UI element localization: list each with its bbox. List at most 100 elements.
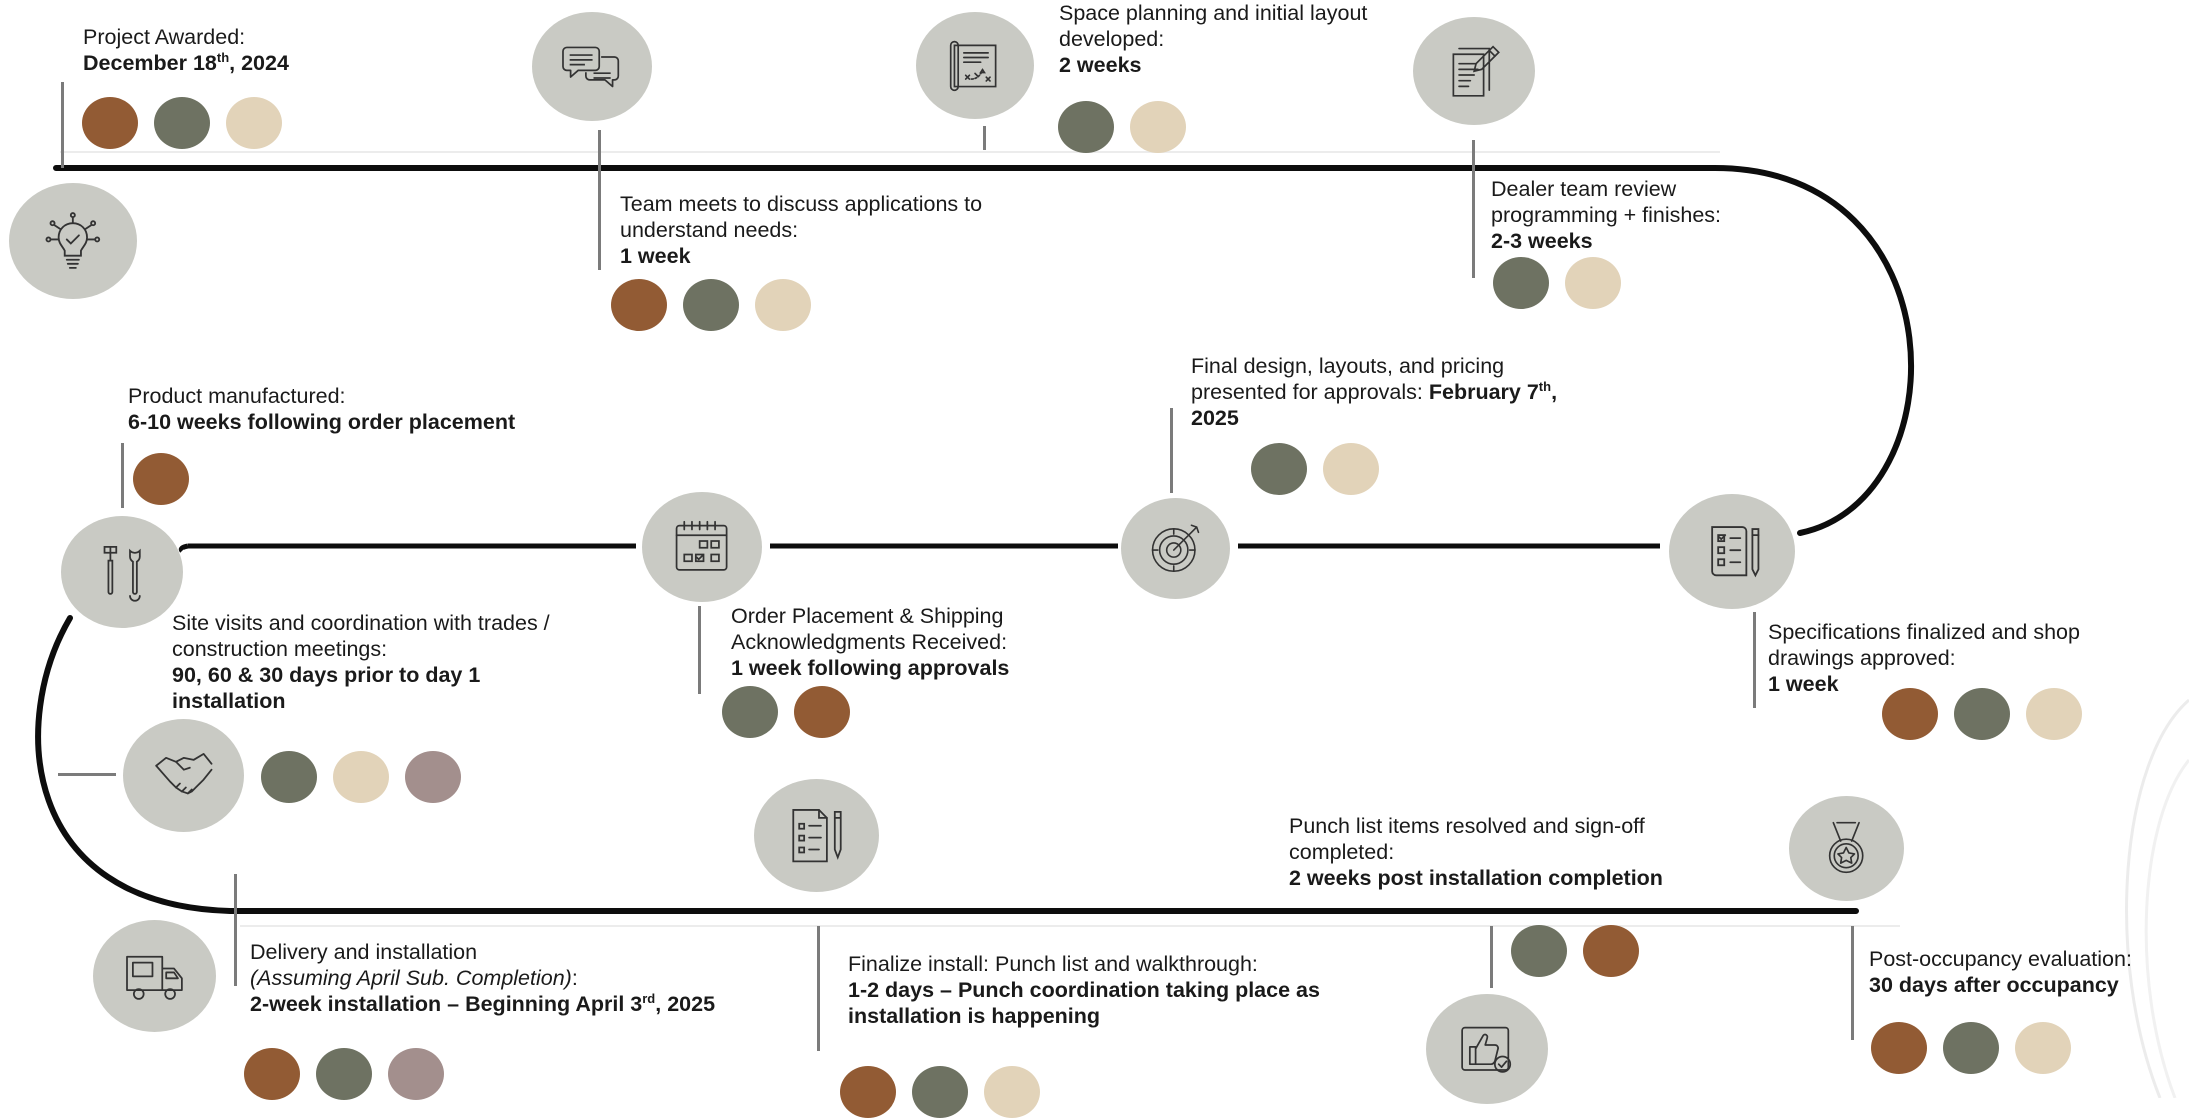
thumbs-up-icon — [1426, 994, 1548, 1104]
milestone-label: Finalize install: Punch list and walkthr… — [848, 952, 1258, 976]
milestone-value: 1-2 days – Punch coordination taking pla… — [848, 978, 1320, 1028]
milestone-value: 2-week installation – Beginning April 3r… — [250, 990, 716, 1016]
brown-swatch — [1583, 925, 1639, 977]
milestone-label: Site visits and coordination with trades… — [172, 611, 550, 661]
olive-swatch — [912, 1066, 968, 1118]
milestone-value: 2 weeks — [1059, 53, 1142, 77]
color-dots — [1871, 1022, 2071, 1074]
clipboard-pen-icon — [754, 779, 879, 892]
milestone-label: Project Awarded: — [83, 25, 246, 49]
beige-swatch — [755, 279, 811, 331]
color-dots — [1511, 925, 1639, 977]
connector-line — [1851, 926, 1854, 1040]
brown-swatch — [244, 1048, 300, 1100]
brown-swatch — [82, 97, 138, 149]
brown-swatch — [133, 453, 189, 505]
mauve-swatch — [388, 1048, 444, 1100]
olive-swatch — [1943, 1022, 1999, 1074]
handshake-icon — [123, 719, 244, 832]
milestone-value: February 7th, 2025 — [1191, 378, 1558, 430]
milestone-value: 30 days after occupancy — [1869, 973, 2119, 997]
olive-swatch — [1954, 688, 2010, 740]
color-dots — [261, 751, 461, 803]
connector-line — [598, 130, 601, 270]
milestone-note: (Assuming April Sub. Completion): — [250, 966, 578, 990]
beige-swatch — [984, 1066, 1040, 1118]
milestone-value: 1 week following approvals — [731, 656, 1010, 680]
color-dots — [1251, 443, 1379, 495]
color-dots — [82, 97, 282, 149]
color-dots — [244, 1048, 444, 1100]
milestone-label: Dealer team review programming + finishe… — [1491, 177, 1722, 227]
medal-icon — [1789, 796, 1904, 901]
brown-swatch — [1882, 688, 1938, 740]
milestone-team-meets: Team meets to discuss applications to un… — [620, 191, 1060, 269]
connector-line — [1490, 926, 1493, 988]
connector-line — [1170, 408, 1173, 493]
document-pen-icon — [1413, 17, 1535, 125]
milestone-delivery: Delivery and installation (Assuming Apri… — [250, 939, 810, 1017]
milestone-post-occupancy: Post-occupancy evaluation: 30 days after… — [1869, 946, 2189, 998]
color-dots — [611, 279, 811, 331]
chat-bubbles-icon — [532, 12, 652, 121]
olive-swatch — [154, 97, 210, 149]
color-dots — [840, 1066, 1040, 1118]
milestone-label: Final design, layouts, and pricing prese… — [1191, 354, 1505, 404]
milestone-label: Team meets to discuss applications to un… — [620, 192, 983, 242]
calendar-icon — [642, 492, 762, 602]
olive-swatch — [1493, 257, 1549, 309]
connector-line — [983, 126, 986, 150]
milestone-label: Space planning and initial layout develo… — [1059, 1, 1368, 51]
connector-line — [1753, 612, 1756, 708]
olive-swatch — [316, 1048, 372, 1100]
tools-icon — [61, 516, 183, 628]
brown-swatch — [840, 1066, 896, 1118]
milestone-label: Delivery and installation — [250, 940, 478, 964]
milestone-label: Product manufactured: — [128, 384, 346, 408]
milestone-project-awarded: Project Awarded: December 18th, 2024 — [83, 24, 413, 76]
milestone-space-planning: Space planning and initial layout develo… — [1059, 0, 1389, 78]
mauve-swatch — [405, 751, 461, 803]
beige-swatch — [2015, 1022, 2071, 1074]
milestone-site-visits: Site visits and coordination with trades… — [172, 610, 552, 714]
milestone-dealer-review: Dealer team review programming + finishe… — [1491, 176, 1791, 254]
milestone-manufactured: Product manufactured: 6-10 weeks followi… — [128, 383, 648, 435]
milestone-value: 1 week — [1768, 672, 1839, 696]
milestone-punch-list: Punch list items resolved and sign-off c… — [1289, 813, 1729, 891]
color-dots — [1493, 257, 1621, 309]
beige-swatch — [1565, 257, 1621, 309]
beige-swatch — [226, 97, 282, 149]
olive-swatch — [683, 279, 739, 331]
connector-line — [61, 82, 64, 168]
brown-swatch — [794, 686, 850, 738]
milestone-value: 90, 60 & 30 days prior to day 1 installa… — [172, 663, 481, 713]
target-icon — [1121, 498, 1230, 599]
connector-line — [234, 874, 237, 986]
olive-swatch — [1511, 925, 1567, 977]
milestone-final-design: Final design, layouts, and pricing prese… — [1191, 353, 1571, 431]
color-dots — [1882, 688, 2082, 740]
beige-swatch — [2026, 688, 2082, 740]
milestone-value: 2-3 weeks — [1491, 229, 1593, 253]
connector-line — [121, 443, 124, 508]
connector-line — [58, 773, 116, 776]
milestone-finalize-install: Finalize install: Punch list and walkthr… — [848, 951, 1368, 1029]
connector-line — [698, 606, 701, 694]
connector-line — [1472, 140, 1475, 278]
brown-swatch — [611, 279, 667, 331]
olive-swatch — [722, 686, 778, 738]
olive-swatch — [1058, 101, 1114, 153]
blueprint-icon — [916, 12, 1034, 119]
milestone-specifications: Specifications finalized and shop drawin… — [1768, 619, 2108, 697]
lightbulb-icon — [9, 183, 137, 299]
color-dots — [722, 686, 850, 738]
olive-swatch — [261, 751, 317, 803]
milestone-value: 1 week — [620, 244, 691, 268]
truck-icon — [93, 920, 216, 1032]
milestone-label: Specifications finalized and shop drawin… — [1768, 620, 2080, 670]
connector-line — [817, 926, 820, 1051]
milestone-label: Post-occupancy evaluation: — [1869, 947, 2132, 971]
milestone-order-placement: Order Placement & Shipping Acknowledgmen… — [731, 603, 1091, 681]
brown-swatch — [1871, 1022, 1927, 1074]
